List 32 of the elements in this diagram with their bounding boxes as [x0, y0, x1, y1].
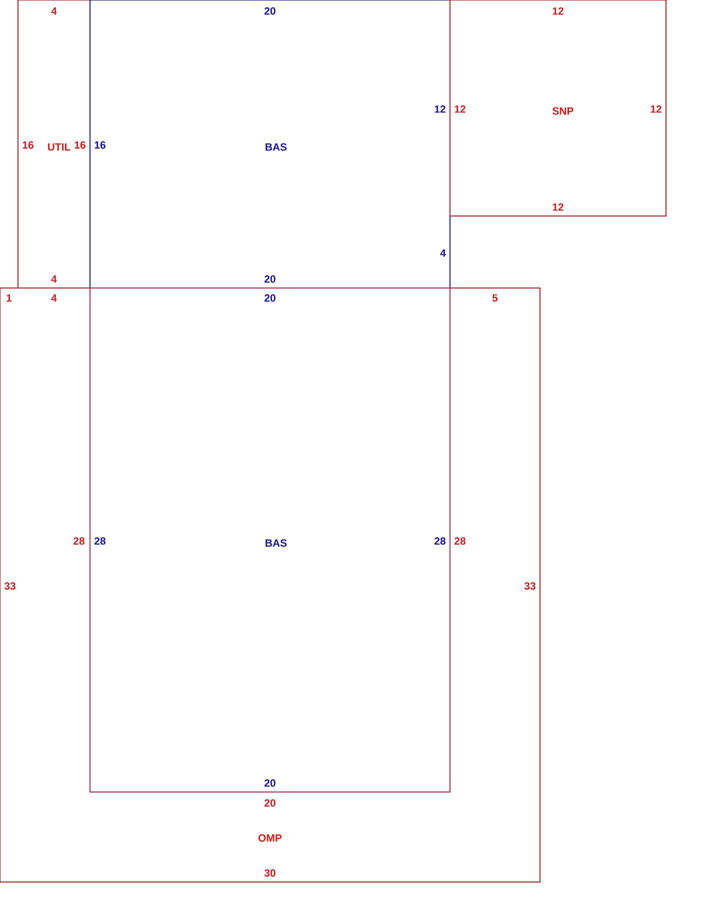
dimension-label: 5	[492, 294, 498, 302]
room-outline	[450, 0, 666, 216]
room-outline	[0, 288, 540, 882]
dimension-label: 33	[4, 582, 16, 590]
dimension-label: 12	[454, 105, 466, 113]
dimension-label: 16	[94, 141, 106, 149]
dimension-label: 33	[524, 582, 536, 590]
dimension-label: 12	[434, 105, 446, 113]
dimension-label: 20	[264, 275, 276, 283]
room-label: OMP	[258, 834, 282, 842]
dimension-label: 20	[264, 294, 276, 302]
dimension-label: 20	[264, 7, 276, 15]
dimension-label: 16	[74, 141, 86, 149]
room-label: BAS	[266, 539, 287, 547]
room-label: UTIL	[48, 143, 70, 151]
room-label: SNP	[552, 107, 574, 115]
dimension-label: 1	[6, 294, 12, 302]
dimension-label: 12	[650, 105, 662, 113]
dimension-label: 28	[94, 537, 106, 545]
dimension-label: 4	[51, 275, 57, 283]
dimension-label: 4	[440, 249, 446, 257]
dimension-label: 12	[552, 7, 564, 15]
dimension-label: 12	[552, 203, 564, 211]
dimension-label: 30	[264, 869, 276, 877]
dimension-label: 4	[51, 7, 57, 15]
room-outline	[90, 0, 450, 288]
dimension-label: 20	[264, 779, 276, 787]
dimension-label: 16	[22, 141, 34, 149]
room-outline	[18, 0, 90, 288]
dimension-label: 28	[434, 537, 446, 545]
room-label: BAS	[266, 143, 287, 151]
room-outline	[90, 288, 450, 792]
